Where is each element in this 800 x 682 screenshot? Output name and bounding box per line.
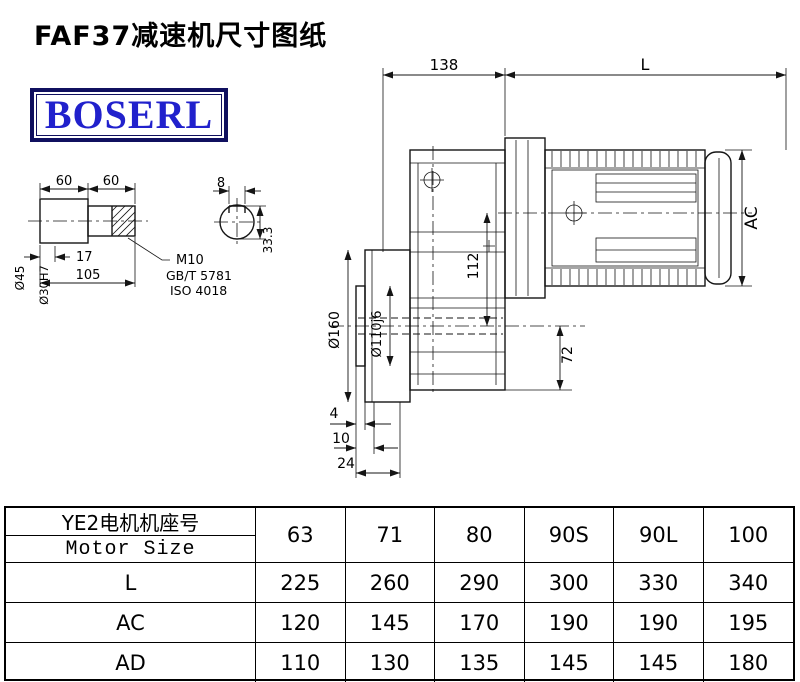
cell-L-80: 290	[435, 563, 525, 603]
page-title: FAF37减速机尺寸图纸	[34, 21, 328, 52]
table-header-size-63: 63	[256, 508, 346, 563]
dim-72-group: 72	[505, 326, 576, 391]
motor-fins-top	[551, 151, 697, 167]
cell-AC-80: 170	[435, 603, 525, 643]
cell-AD-71: 130	[346, 643, 435, 682]
dim-160-group: Ø160	[327, 250, 352, 402]
dim-key-height-333: 33.3	[261, 227, 275, 254]
cell-AD-90s: 145	[525, 643, 614, 682]
dim-AC: AC	[742, 206, 762, 229]
label-thread-m10: M10	[176, 253, 204, 268]
row-label-AD: AD	[6, 643, 256, 682]
cell-AC-71: 145	[345, 603, 435, 643]
center-marks	[420, 168, 586, 252]
table-header-size-90s: 90S	[524, 508, 614, 563]
cell-AD-80: 135	[435, 643, 525, 682]
centerlines	[330, 146, 752, 394]
label-standard-iso: ISO 4018	[170, 283, 227, 298]
brand-logo: BOSERL	[30, 88, 228, 142]
cell-L-90s: 300	[524, 563, 614, 603]
motor-adapter	[504, 137, 546, 299]
gearbox-housing	[409, 149, 506, 391]
dim-138-group: 138	[382, 56, 787, 252]
table-header-size-71: 71	[345, 508, 435, 563]
motor-fan-cover	[704, 151, 732, 285]
dim-diameter-160: Ø160	[327, 311, 343, 349]
brand-logo-text: BOSERL	[44, 92, 214, 137]
dimension-drawing: 60 60 17 105 Ø45 Ø30H7 M10 GB/T 5781 ISO…	[13, 55, 787, 478]
row-label-AC: AC	[6, 603, 256, 643]
row-label-L: L	[6, 563, 256, 603]
motor-size-table: YE2电机机座号 63 71 80 90S 90L 100 Motor Size…	[4, 506, 795, 682]
cell-AD-100: 180	[728, 651, 769, 675]
table-header-size-80: 80	[435, 508, 525, 563]
cell-AC-90s: 190	[524, 603, 614, 643]
cell-AC-63: 120	[256, 603, 346, 643]
cell-L-90l: 330	[614, 563, 704, 603]
cell-AD-63: 110	[256, 643, 346, 682]
dim-L-group: L	[505, 55, 786, 79]
dim-key-width-8: 8	[217, 176, 225, 191]
cell-L-100: 340	[703, 563, 793, 603]
dim-110-group: Ø110j6	[370, 286, 394, 366]
table-header-size-100: 100	[703, 508, 793, 563]
dim-4: 4	[330, 406, 339, 422]
dim-diameter-45: Ø45	[13, 266, 27, 291]
dim-bottom-group: 4 10 24	[330, 366, 401, 478]
main-view	[330, 137, 752, 403]
motor-fins-bottom	[551, 269, 697, 285]
table-header-size-90l: 90L	[614, 508, 704, 563]
dim-24: 24	[337, 456, 355, 472]
label-standard-gb: GB/T 5781	[166, 268, 232, 283]
dim-105: 105	[76, 268, 101, 283]
dim-60-left: 60	[56, 174, 73, 189]
shaft-detail: 60 60 17 105 Ø45 Ø30H7 M10 GB/T 5781 ISO…	[13, 174, 232, 305]
cell-AC-100: 195	[703, 603, 793, 643]
cell-L-63: 225	[256, 563, 346, 603]
cell-AC-90l: 190	[614, 603, 704, 643]
dim-72: 72	[560, 346, 576, 364]
keyway-detail: 8 33.3	[213, 176, 275, 253]
dim-diameter-30H7: Ø30H7	[37, 265, 51, 305]
dim-L: L	[641, 55, 650, 74]
dim-60-right: 60	[103, 174, 120, 189]
dim-112: 112	[466, 253, 482, 280]
table-header-motor-en: Motor Size	[6, 536, 256, 563]
dim-diameter-110j6: Ø110j6	[370, 311, 385, 358]
dim-10: 10	[332, 431, 350, 447]
dim-AC-group: AC	[725, 149, 762, 287]
dim-17: 17	[76, 250, 93, 265]
cell-AD-90l: 145	[614, 643, 704, 682]
table-header-motor-cn: YE2电机机座号	[6, 508, 256, 536]
dim-138: 138	[430, 56, 459, 74]
dim-112-group: 112	[466, 213, 491, 326]
cell-L-71: 260	[345, 563, 435, 603]
